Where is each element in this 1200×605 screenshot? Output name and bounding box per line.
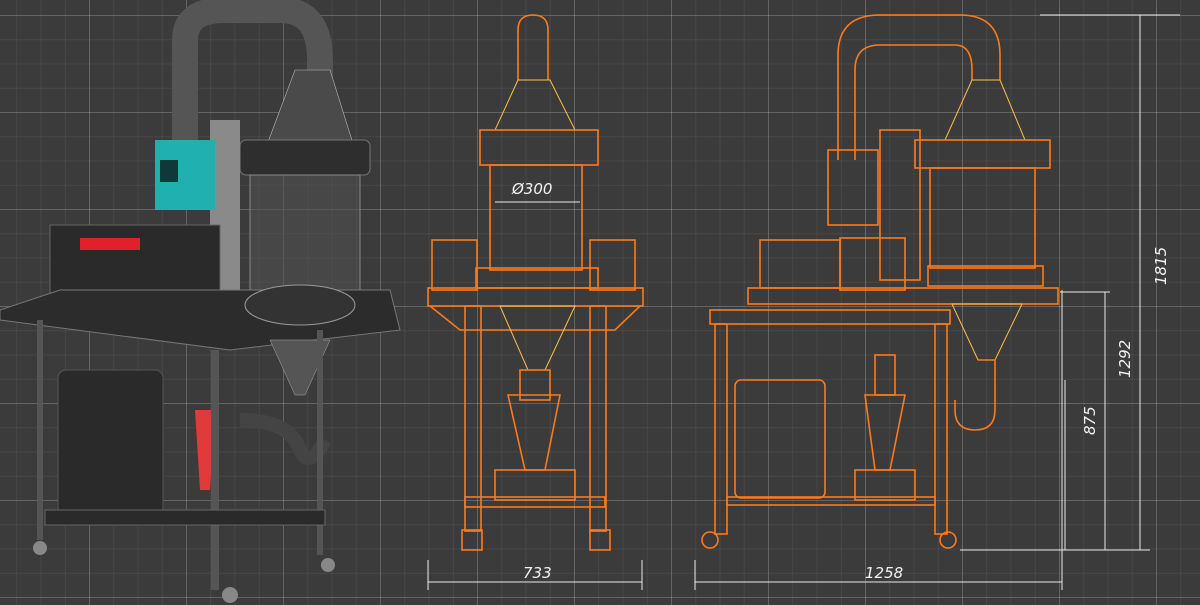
height-total-label: 1815 [1152,247,1170,285]
width-front-label: 733 [523,564,552,582]
height-lower-label: 875 [1081,406,1099,435]
dimension-lines [427,14,1180,590]
width-side-label: 1258 [865,564,903,582]
front-view-drawing [427,14,644,551]
machine-3d-render [0,0,401,603]
height-table-label: 1292 [1116,340,1134,378]
side-view-drawing [701,14,1059,549]
diameter-label: Ø300 [511,180,552,198]
